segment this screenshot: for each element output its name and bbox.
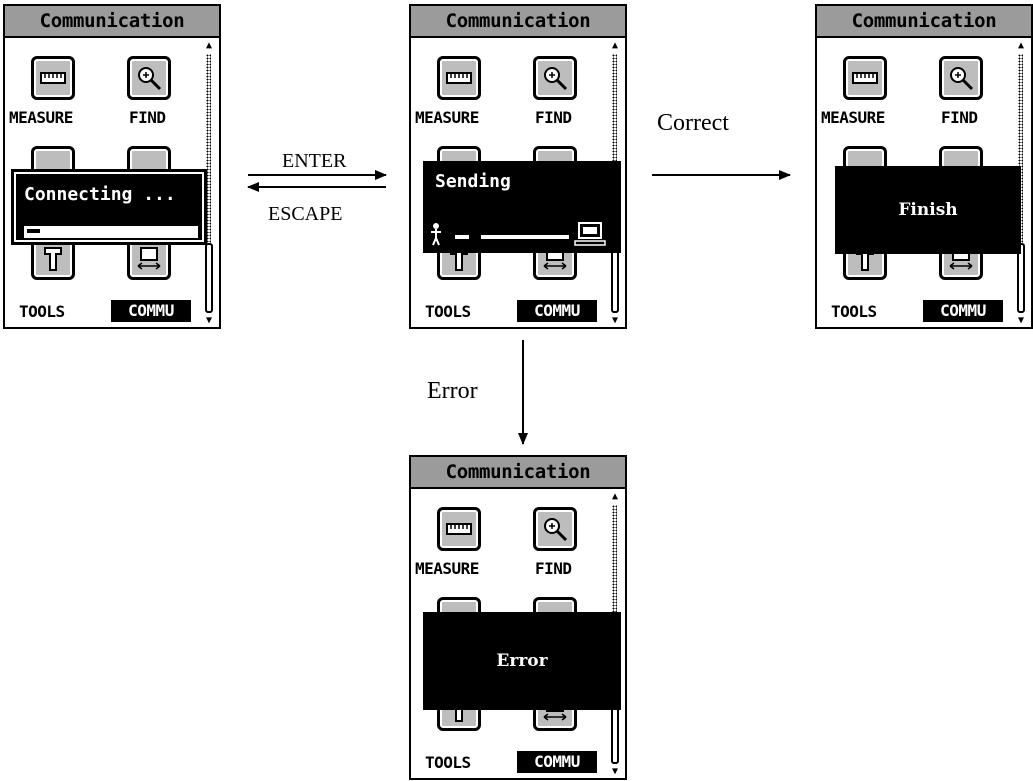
- commu-label[interactable]: COMMU: [923, 300, 1003, 322]
- commu-label[interactable]: COMMU: [517, 300, 597, 322]
- ruler-icon: [852, 72, 878, 84]
- tools-icon: [44, 247, 62, 271]
- find-tile[interactable]: [533, 507, 577, 551]
- find-tile[interactable]: [939, 56, 983, 100]
- sending-popup: Sending: [423, 161, 621, 253]
- scroll-down-icon[interactable]: ▼: [1017, 315, 1025, 326]
- find-label: FIND: [941, 108, 978, 127]
- measure-label: MEASURE: [821, 108, 885, 127]
- tools-label: TOOLS: [425, 302, 471, 321]
- error-label: Error: [427, 378, 478, 404]
- error-popup: Error: [423, 612, 621, 710]
- escape-label: ESCAPE: [268, 203, 343, 225]
- measure-tile[interactable]: [843, 56, 887, 100]
- scroll-thumb[interactable]: [1017, 243, 1025, 313]
- tools-label: TOOLS: [831, 302, 877, 321]
- tools-label: TOOLS: [19, 302, 65, 321]
- connecting-progress-fill: [27, 229, 40, 233]
- progress-line: [481, 235, 569, 239]
- correct-label: Correct: [657, 110, 729, 136]
- scroll-up-icon[interactable]: ▲: [1017, 40, 1025, 51]
- magnifier-icon: [950, 67, 974, 91]
- transfer-icon: [137, 247, 161, 270]
- screen-title: Communication: [411, 457, 625, 489]
- connecting-progress-bar: [24, 226, 198, 238]
- sending-progress: [431, 222, 606, 246]
- magnifier-icon: [544, 518, 568, 542]
- find-label: FIND: [535, 559, 572, 578]
- commu-label[interactable]: COMMU: [111, 300, 191, 322]
- connecting-text: Connecting ...: [24, 184, 176, 205]
- magnifier-icon: [544, 67, 568, 91]
- person-icon: [431, 223, 441, 246]
- screen-finish: Communication MEASURE FIND TOOLS COMMU ▲…: [815, 4, 1033, 329]
- scroll-up-icon[interactable]: ▲: [205, 40, 213, 51]
- screen-error: Communication MEASURE FIND TOOLS COMMU ▲…: [409, 455, 627, 780]
- tools-label: TOOLS: [425, 753, 471, 772]
- measure-tile[interactable]: [31, 56, 75, 100]
- scroll-down-icon[interactable]: ▼: [611, 766, 619, 777]
- scroll-up-icon[interactable]: ▲: [611, 40, 619, 51]
- commu-label[interactable]: COMMU: [517, 751, 597, 773]
- screen-title: Communication: [817, 6, 1031, 38]
- find-label: FIND: [535, 108, 572, 127]
- ruler-icon: [446, 72, 472, 84]
- screen-title: Communication: [411, 6, 625, 38]
- computer-icon: [574, 222, 606, 246]
- screen-connecting: Communication MEASURE FIND TOOLS COMMU ▲…: [3, 4, 221, 329]
- find-label: FIND: [129, 108, 166, 127]
- find-tile[interactable]: [127, 56, 171, 100]
- sending-text: Sending: [435, 171, 511, 192]
- scroll-up-icon[interactable]: ▲: [611, 491, 619, 502]
- scroll-down-icon[interactable]: ▼: [611, 315, 619, 326]
- scrollbar[interactable]: ▲ ▼: [203, 40, 215, 327]
- measure-label: MEASURE: [415, 559, 479, 578]
- measure-tile[interactable]: [437, 507, 481, 551]
- magnifier-icon: [138, 67, 162, 91]
- screen-title: Communication: [5, 6, 219, 38]
- measure-tile[interactable]: [437, 56, 481, 100]
- finish-popup: Finish: [835, 166, 1021, 254]
- scroll-track[interactable]: [206, 54, 211, 313]
- measure-label: MEASURE: [9, 108, 73, 127]
- enter-label: ENTER: [282, 150, 347, 172]
- screen-sending: Communication MEASURE FIND TOOLS COMMU ▲…: [409, 4, 627, 329]
- scroll-down-icon[interactable]: ▼: [205, 315, 213, 326]
- find-tile[interactable]: [533, 56, 577, 100]
- scroll-thumb[interactable]: [205, 243, 213, 313]
- ruler-icon: [446, 523, 472, 535]
- ruler-icon: [40, 72, 66, 84]
- progress-dash: [455, 235, 469, 239]
- connecting-popup: Connecting ...: [11, 169, 207, 245]
- measure-label: MEASURE: [415, 108, 479, 127]
